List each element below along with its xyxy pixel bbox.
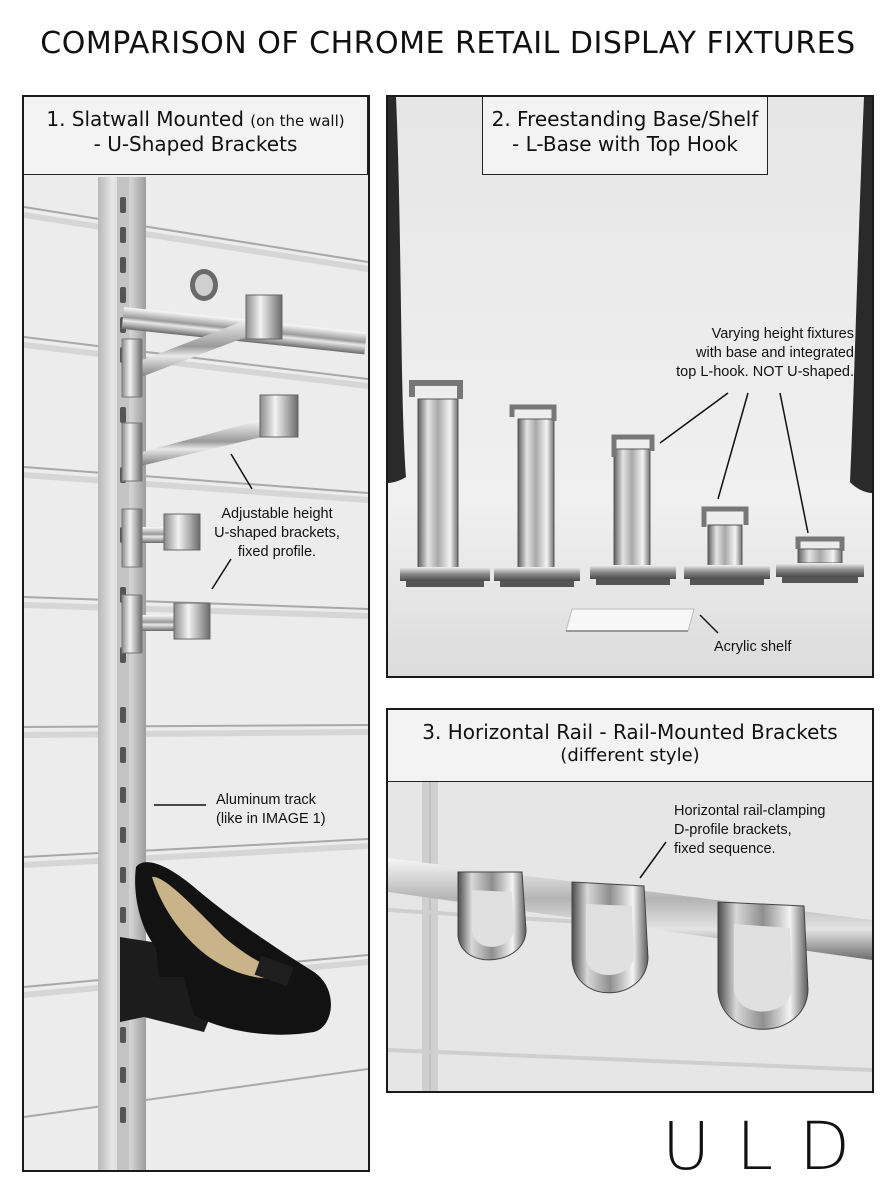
note-track-line: Aluminum track [216, 792, 316, 808]
panel1-heading-sub: - U-Shaped Brackets [93, 132, 298, 156]
acrylic-shelf [565, 608, 695, 632]
page-title: COMPARISON OF CHROME RETAIL DISPLAY FIXT… [40, 26, 856, 61]
panel3-heading-main: 3. Horizontal Rail - Rail-Mounted Bracke… [422, 720, 838, 744]
panel1-heading: 1. Slatwall Mounted (on the wall) - U-Sh… [24, 97, 368, 175]
panel1-heading-paren: (on the wall) [250, 112, 345, 130]
note-shelf: Acrylic shelf [714, 639, 792, 655]
bracket-2 [124, 419, 270, 469]
note-fixtures-line: Varying height fixtures [711, 326, 854, 342]
note-fixtures-line: top L-hook. NOT U-shaped. [676, 363, 854, 380]
rail-clamp-1 [457, 871, 527, 961]
slatwall-photo [24, 97, 368, 1170]
note-brackets-line: Adjustable height [221, 506, 333, 522]
freestanding-photo [388, 97, 872, 676]
note-brackets: Adjustable height U-shaped brackets, fix… [202, 505, 352, 562]
rail-clamp-3 [717, 901, 809, 1030]
panel-freestanding: 2. Freestanding Base/Shelf - L-Base with… [386, 95, 874, 678]
slatwall-grooves [24, 206, 368, 1118]
fixture-short [684, 506, 770, 585]
note-brackets-line: fixed profile. [237, 543, 317, 560]
fixture-medium [590, 434, 676, 585]
note-track: Aluminum track (like in IMAGE 1) [216, 791, 366, 829]
panel3-heading-sub: (different style) [560, 745, 700, 766]
panel2-heading-sub: - L-Base with Top Hook [512, 132, 738, 156]
uld-logo: ULD [662, 1108, 876, 1185]
bracket-1 [124, 317, 262, 382]
shoe-display [120, 862, 331, 1035]
fixture-medium-tall [494, 404, 580, 587]
note-fixtures-line: with base and integrated [696, 344, 854, 361]
note-rail-line: Horizontal rail-clamping [674, 803, 826, 819]
panel1-heading-main: 1. Slatwall Mounted [46, 107, 244, 131]
fixture-shortest [776, 536, 864, 583]
panel2-heading-main: 2. Freestanding Base/Shelf [491, 107, 759, 131]
panel-horizontal-rail: 3. Horizontal Rail - Rail-Mounted Bracke… [386, 708, 874, 1093]
note-track-line: (like in IMAGE 1) [216, 810, 326, 827]
panel3-heading: 3. Horizontal Rail - Rail-Mounted Bracke… [388, 710, 872, 782]
fixture-tall [400, 380, 490, 587]
note-rail-line: D-profile brackets, [674, 821, 792, 838]
panel-slatwall: 1. Slatwall Mounted (on the wall) - U-Sh… [22, 95, 370, 1172]
panel2-heading: 2. Freestanding Base/Shelf - L-Base with… [482, 97, 768, 175]
note-rail-line: fixed sequence. [674, 840, 776, 857]
note-fixtures: Varying height fixtures with base and in… [658, 325, 854, 382]
note-brackets-line: U-shaped brackets, [214, 524, 340, 541]
note-rail: Horizontal rail-clamping D-profile brack… [674, 802, 870, 859]
rail-clamp-2 [571, 881, 649, 994]
